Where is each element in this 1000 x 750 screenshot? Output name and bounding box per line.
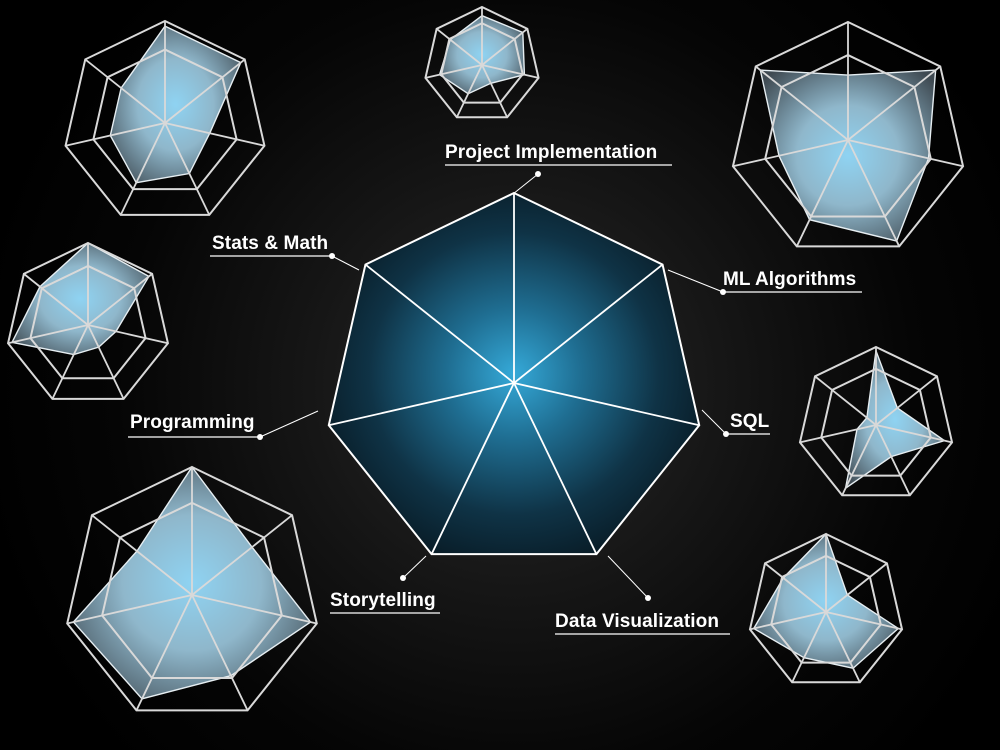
radar-spoke: [65, 122, 166, 147]
radar-ring: [764, 53, 932, 218]
axis-label-sql: SQL: [730, 411, 770, 432]
center-spoke: [430, 382, 515, 555]
leader-storytelling: [402, 555, 427, 579]
center-spoke: [513, 263, 664, 384]
leader-dot: [535, 171, 541, 177]
radar-spoke: [814, 375, 877, 426]
skill-profile-chart: [798, 345, 954, 497]
radar-spoke: [841, 424, 877, 496]
radar-spoke: [875, 424, 953, 444]
radar-spoke: [191, 594, 317, 625]
axis-label-project-implementation: Project Implementation: [445, 142, 657, 163]
radar-spoke: [749, 611, 827, 631]
radar-spoke: [51, 324, 89, 400]
radar-ring: [92, 48, 238, 191]
radar-spoke: [875, 424, 911, 496]
axis-label-ml-algorithms: ML Algorithms: [723, 269, 856, 290]
radar-spoke: [481, 64, 539, 79]
radar-spoke: [755, 65, 849, 141]
center-radar-chart: [327, 191, 701, 556]
axis-label-data-visualization: Data Visualization: [555, 611, 719, 632]
radar-spoke: [425, 64, 483, 79]
skill-profile-shape: [109, 25, 242, 184]
radar-spoke: [164, 58, 246, 124]
radar-ring: [820, 367, 932, 477]
radar-spoke: [825, 562, 888, 613]
radar-spoke: [135, 594, 193, 711]
radar-spoke: [732, 139, 849, 168]
radar-spoke: [481, 28, 528, 66]
radar-spoke: [481, 64, 508, 118]
axis-label-stats-math: Stats & Math: [212, 233, 328, 254]
leader-sql: [701, 409, 727, 435]
radar-spoke: [875, 375, 938, 426]
radar-ring: [6, 241, 170, 400]
radar-spoke: [119, 122, 166, 216]
center-spoke: [364, 263, 515, 384]
radar-spoke: [191, 594, 249, 711]
leader-data-visualization: [607, 555, 649, 599]
leader-dot: [400, 575, 406, 581]
radar-ring: [770, 554, 882, 664]
radar-ring: [29, 264, 147, 380]
skill-profile-chart: [731, 20, 965, 248]
radar-spoke: [456, 64, 483, 118]
skill-profile-chart: [6, 241, 170, 400]
radar-spoke: [87, 273, 153, 326]
center-spoke: [513, 382, 700, 427]
radar-spoke: [795, 139, 849, 247]
radar-ring: [64, 19, 266, 216]
radar-spoke: [67, 594, 193, 625]
radar-spoke: [436, 28, 483, 66]
leader-project-implementation: [512, 173, 539, 195]
radar-spoke: [7, 324, 89, 345]
radar-spoke: [84, 58, 166, 124]
radar-spoke: [191, 514, 293, 596]
axis-label-programming: Programming: [130, 412, 255, 433]
skill-profile-charts: [6, 5, 965, 712]
radar-spoke: [847, 139, 964, 168]
radar-ring: [731, 20, 965, 248]
leader-stats-math: [331, 255, 360, 271]
radar-spoke: [799, 424, 877, 444]
radar-ring: [101, 501, 283, 680]
axis-labels: Project Implementation ML Algorithms SQL…: [128, 142, 862, 635]
radar-spoke: [825, 611, 861, 683]
leader-ml-algorithms: [667, 269, 724, 293]
radar-spoke: [87, 324, 125, 400]
skill-profile-chart: [66, 465, 318, 712]
center-spoke: [513, 382, 598, 555]
radar-spoke: [847, 65, 941, 141]
axis-label-storytelling: Storytelling: [330, 590, 436, 611]
leader-programming: [259, 410, 319, 438]
radar-spoke: [791, 611, 827, 683]
skill-profile-shape: [759, 69, 937, 242]
radar-spoke: [164, 122, 211, 216]
radar-spoke: [23, 273, 89, 326]
radar-spoke: [87, 324, 169, 345]
radar-spoke: [825, 611, 903, 631]
radar-ring: [748, 532, 904, 684]
radar-spoke: [91, 514, 193, 596]
skill-profile-chart: [424, 5, 540, 119]
radar-spoke: [164, 122, 265, 147]
skill-profile-chart: [748, 532, 904, 684]
radar-ring: [424, 5, 540, 119]
skill-profile-chart: [64, 19, 266, 216]
leader-dot: [645, 595, 651, 601]
skill-profile-shape: [11, 242, 150, 356]
radar-ring: [66, 465, 318, 712]
radar-spoke: [764, 562, 827, 613]
radar-spoke: [847, 139, 901, 247]
center-spoke: [328, 382, 515, 427]
radar-ring: [440, 22, 524, 104]
radar-ring: [798, 345, 954, 497]
skill-profile-shape: [844, 350, 947, 490]
center-radar-spokes: [328, 193, 700, 555]
